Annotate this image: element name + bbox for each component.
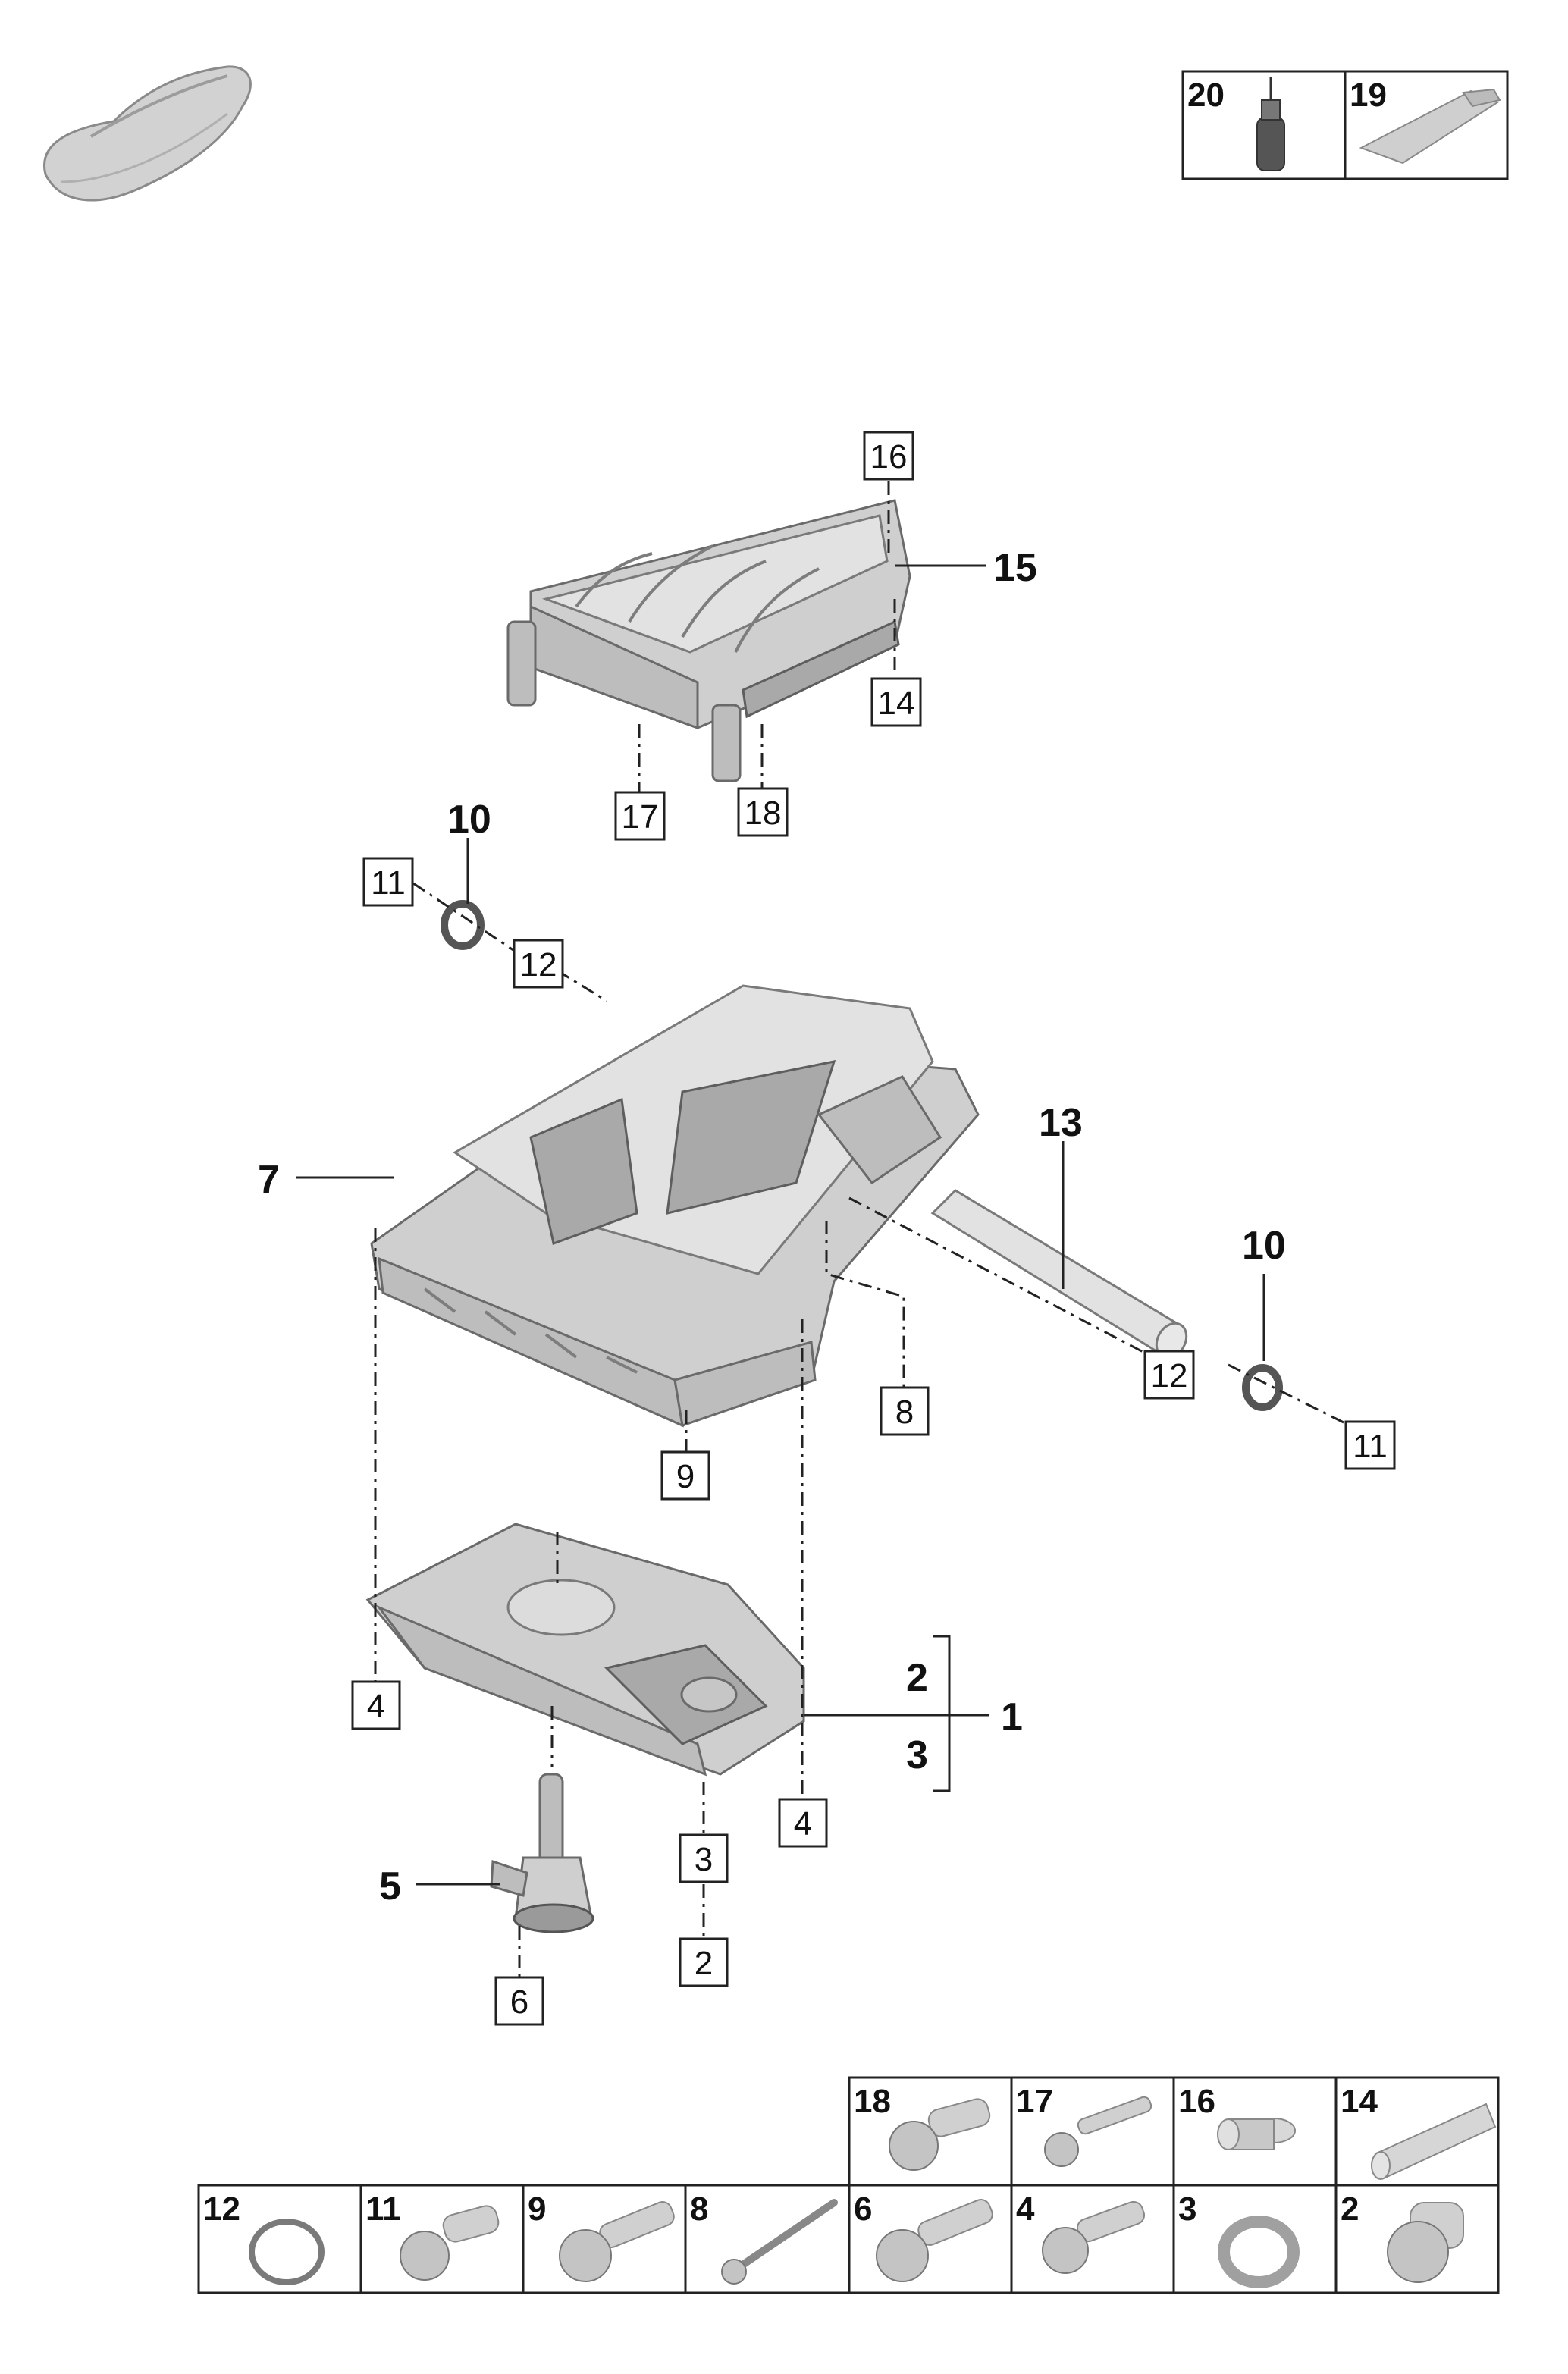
table-cell-number: 19 <box>1350 77 1387 114</box>
vehicle-thumbnail <box>43 65 252 202</box>
dowel-sleeve-icon <box>1217 2118 1296 2150</box>
callout-9: 9 <box>676 1458 695 1495</box>
sealant-bottle-icon <box>1256 77 1285 171</box>
callout-12-lower: 12 <box>1151 1357 1188 1394</box>
callout-3-bold: 3 <box>906 1733 928 1777</box>
table-cell-number: 3 <box>1178 2191 1196 2228</box>
part-13-tube <box>930 1189 1188 1359</box>
callout-4-right: 4 <box>794 1805 812 1842</box>
table-cell-number: 16 <box>1178 2083 1215 2120</box>
table-cell-number: 2 <box>1341 2191 1359 2228</box>
short-bolt-icon <box>400 2205 500 2281</box>
callout-4-left: 4 <box>367 1688 385 1725</box>
part-7-oil-pan-upper <box>370 984 980 1428</box>
callout-18: 18 <box>745 795 782 832</box>
callout-10-lower: 10 <box>1242 1224 1286 1268</box>
collar-bolt-icon <box>876 2199 993 2282</box>
long-screw-icon <box>721 2199 838 2285</box>
callout-12-upper: 12 <box>520 946 557 983</box>
callout-8: 8 <box>895 1394 914 1431</box>
sealing-ring-icon <box>1218 2216 1300 2288</box>
drain-plug-icon <box>1387 2202 1464 2283</box>
callout-labels: 16 15 14 17 18 10 11 12 13 7 10 12 11 8 <box>258 431 1396 2026</box>
callout-11-lower: 11 <box>1353 1428 1388 1465</box>
callout-11-upper: 11 <box>371 864 406 902</box>
hex-bolt-icon <box>559 2201 675 2282</box>
callout-7: 7 <box>258 1158 280 1202</box>
part-10-seal-upper <box>441 900 485 950</box>
sealant-tube-icon <box>1359 88 1501 165</box>
table-cell-number: 12 <box>203 2191 240 2228</box>
bottom-parts-table: 18 17 16 14 12 11 9 8 <box>197 2076 1500 2294</box>
part-15-upper-frame <box>506 499 911 782</box>
callout-15: 15 <box>993 546 1037 590</box>
flange-bolt-icon <box>889 2098 991 2171</box>
callout-13: 13 <box>1039 1101 1083 1145</box>
callout-1: 1 <box>1001 1695 1023 1739</box>
callout-5: 5 <box>379 1864 401 1908</box>
callout-6: 6 <box>510 1984 528 2021</box>
bolt-icon <box>1044 2096 1152 2167</box>
table-cell-number: 20 <box>1187 77 1225 114</box>
table-cell-number: 6 <box>854 2191 872 2228</box>
part-1-oil-pan-lower <box>365 1523 805 1777</box>
table-cell-number: 8 <box>690 2191 708 2228</box>
callout-17: 17 <box>622 798 659 836</box>
callout-2: 2 <box>695 1945 713 1982</box>
table-cell-number: 4 <box>1016 2191 1035 2228</box>
part-10-seal-lower <box>1242 1364 1283 1411</box>
top-parts-table: 20 19 <box>1181 70 1509 180</box>
table-cell-number: 11 <box>365 2191 401 2228</box>
table-cell-number: 17 <box>1016 2083 1053 2120</box>
table-cell-number: 9 <box>528 2191 546 2228</box>
table-cell-number: 14 <box>1341 2083 1378 2120</box>
callout-16: 16 <box>870 438 908 475</box>
table-cell-number: 18 <box>854 2083 891 2120</box>
dowel-pin-icon <box>1371 2103 1497 2180</box>
callout-10-upper: 10 <box>447 798 491 842</box>
callout-3: 3 <box>695 1841 713 1878</box>
callout-2-bold: 2 <box>906 1656 928 1700</box>
o-ring-icon <box>249 2219 325 2285</box>
part-5-pickup <box>490 1773 594 1933</box>
washer-bolt-icon <box>1042 2200 1146 2274</box>
callout-14: 14 <box>878 685 915 722</box>
leader-lines <box>296 481 1350 1979</box>
